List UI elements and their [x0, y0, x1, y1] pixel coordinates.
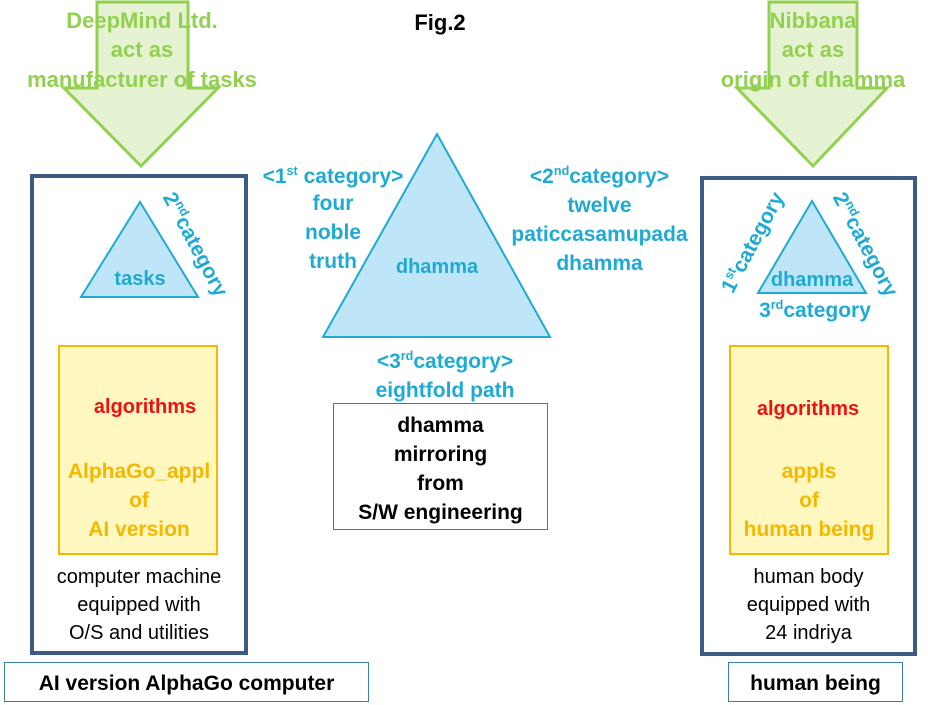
- right-cat-bottom-word: category: [783, 299, 871, 322]
- right-frame: [700, 176, 917, 656]
- center-category-1: <1st category>: [238, 162, 428, 191]
- left-caption-box: AI version AlphaGo computer: [4, 662, 369, 702]
- center-cat1-line-1: four: [312, 192, 354, 215]
- right-cat-bottom-sup: rd: [770, 298, 784, 312]
- right-body-line-2: equipped with: [746, 594, 871, 616]
- figure-title: Fig.2: [414, 10, 466, 35]
- left-tasks-triangle: [79, 200, 200, 298]
- center-cat2-line-3: dhamma: [556, 252, 643, 275]
- left-machine-line-2: equipped with: [77, 594, 201, 616]
- left-app-line-3: AI version: [88, 518, 190, 541]
- right-circle-label: algorithms: [756, 398, 860, 420]
- center-cat3-open: <3: [376, 350, 401, 373]
- center-box-line-2: mirroring: [393, 443, 488, 466]
- center-cat2-heading: <2ndcategory>: [497, 162, 702, 191]
- center-box-line-4: S/W engineering: [358, 501, 523, 524]
- right-caption: human being: [750, 672, 881, 695]
- center-triangle-label: dhamma: [395, 256, 479, 278]
- center-cat1-word: category>: [297, 165, 404, 188]
- left-arrow-line-2: act as: [110, 37, 174, 63]
- left-app-box: [58, 345, 218, 555]
- right-body-line-3: 24 indriya: [765, 622, 852, 644]
- center-cat1-lines: four noble truth: [278, 189, 388, 276]
- center-cat3-heading: <3rdcategory>: [340, 347, 550, 376]
- center-cat1-heading: <1st category>: [238, 162, 428, 191]
- center-box-line-1: dhamma: [397, 414, 484, 437]
- right-arrow-text: Nibbana act as origin of dhamma: [700, 8, 926, 93]
- left-frame: [30, 174, 248, 655]
- center-cat3-line: eightfold path: [375, 379, 515, 402]
- right-cat-bottom: 3rdcategory: [735, 298, 895, 323]
- left-arrow-line-1: DeepMind Ltd.: [66, 8, 218, 33]
- center-box-text: dhamma mirroring from S/W engineering: [334, 411, 547, 527]
- left-circle-label: algorithms: [93, 396, 197, 418]
- center-cat2-word: category>: [569, 165, 670, 188]
- left-arrow-text: DeepMind Ltd. act as manufacturer of tas…: [0, 8, 284, 93]
- center-cat2-sup: nd: [553, 164, 570, 178]
- right-arrow-line-1: Nibbana: [769, 8, 857, 33]
- left-app-text: AlphaGo_appl of AI version: [58, 457, 220, 544]
- center-cat2-open: <2: [529, 165, 554, 188]
- left-machine-line-3: O/S and utilities: [68, 622, 210, 644]
- center-cat1-open: <1: [262, 165, 287, 188]
- center-cat1-sup: st: [286, 164, 298, 178]
- right-down-arrow: [733, 0, 891, 169]
- left-machine-line-1: computer machine: [56, 566, 222, 588]
- center-mirroring-box: dhamma mirroring from S/W engineering: [333, 403, 548, 530]
- left-app-line-1: AlphaGo_appl: [67, 460, 211, 483]
- center-cat1-line-2: noble: [305, 221, 361, 244]
- left-down-arrow: [60, 0, 222, 169]
- center-category-3: <3rdcategory> eightfold path: [340, 347, 550, 405]
- right-arrow-line-2: act as: [781, 37, 845, 63]
- left-caption: AI version AlphaGo computer: [38, 672, 335, 695]
- right-body-text: human body equipped with 24 indriya: [702, 563, 915, 647]
- center-category-2: <2ndcategory> twelve paticcasamupada dha…: [497, 162, 702, 278]
- left-machine-text: computer machine equipped with O/S and u…: [32, 563, 246, 647]
- center-cat1-line-3: truth: [309, 250, 357, 273]
- right-triangle-label: dhamma: [770, 269, 854, 291]
- right-caption-box: human being: [728, 662, 903, 702]
- right-app-text: appls of human being: [729, 457, 889, 544]
- right-body-line-1: human body: [753, 566, 864, 588]
- center-dhamma-triangle: [321, 131, 552, 338]
- right-app-line-1: appls: [781, 460, 837, 483]
- center-cat3-word: category>: [413, 350, 514, 373]
- left-triangle-label: tasks: [114, 268, 166, 290]
- right-app-line-2: of: [799, 489, 819, 512]
- left-arrow-line-3: manufacturer of tasks: [27, 66, 257, 92]
- center-cat2-line-1: twelve: [567, 194, 632, 217]
- right-dhamma-triangle: [756, 199, 868, 294]
- center-cat3-sup: rd: [400, 349, 414, 363]
- right-cat-bottom-num: 3: [759, 299, 771, 322]
- center-cat2-line-2: paticcasamupada: [511, 223, 688, 246]
- right-app-box: [729, 345, 889, 555]
- right-arrow-line-3: origin of dhamma: [720, 66, 906, 92]
- center-box-line-3: from: [417, 472, 464, 495]
- right-app-line-3: human being: [743, 518, 875, 541]
- left-app-line-2: of: [129, 489, 149, 512]
